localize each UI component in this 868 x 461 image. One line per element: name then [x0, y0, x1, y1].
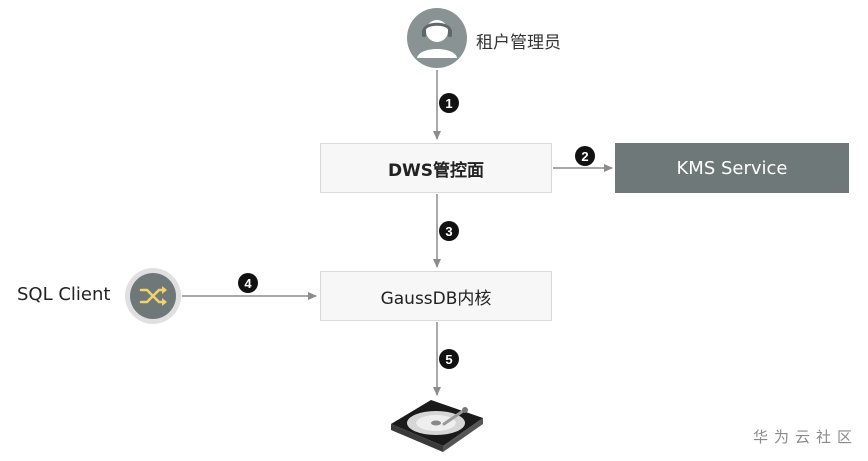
svg-text:4: 4	[244, 276, 252, 291]
step-badge-3: 3	[439, 221, 459, 241]
step-badge-5: 5	[439, 349, 459, 369]
step-badge-2: 2	[575, 146, 595, 166]
svg-text:5: 5	[445, 352, 452, 367]
svg-text:1: 1	[445, 96, 452, 111]
watermark: 华为云社区	[752, 428, 858, 446]
svg-text:2: 2	[581, 149, 588, 164]
dws-control-plane-box: DWS管控面	[320, 143, 552, 193]
gaussdb-kernel-label: GaussDB内核	[380, 288, 492, 309]
user-icon	[407, 8, 467, 68]
step-badge-1: 1	[439, 93, 459, 113]
svg-text:3: 3	[445, 224, 452, 239]
dws-control-plane-label: DWS管控面	[387, 160, 485, 181]
admin-label: 租户管理员	[476, 33, 561, 53]
sql-client-label: SQL Client	[17, 284, 111, 305]
gaussdb-kernel-box: GaussDB内核	[320, 271, 552, 321]
hard-disk-icon	[391, 400, 483, 452]
kms-service-box: KMS Service	[615, 143, 849, 193]
step-badge-4: 4	[238, 273, 258, 293]
kms-service-label: KMS Service	[676, 157, 788, 179]
shuffle-icon	[125, 268, 181, 324]
